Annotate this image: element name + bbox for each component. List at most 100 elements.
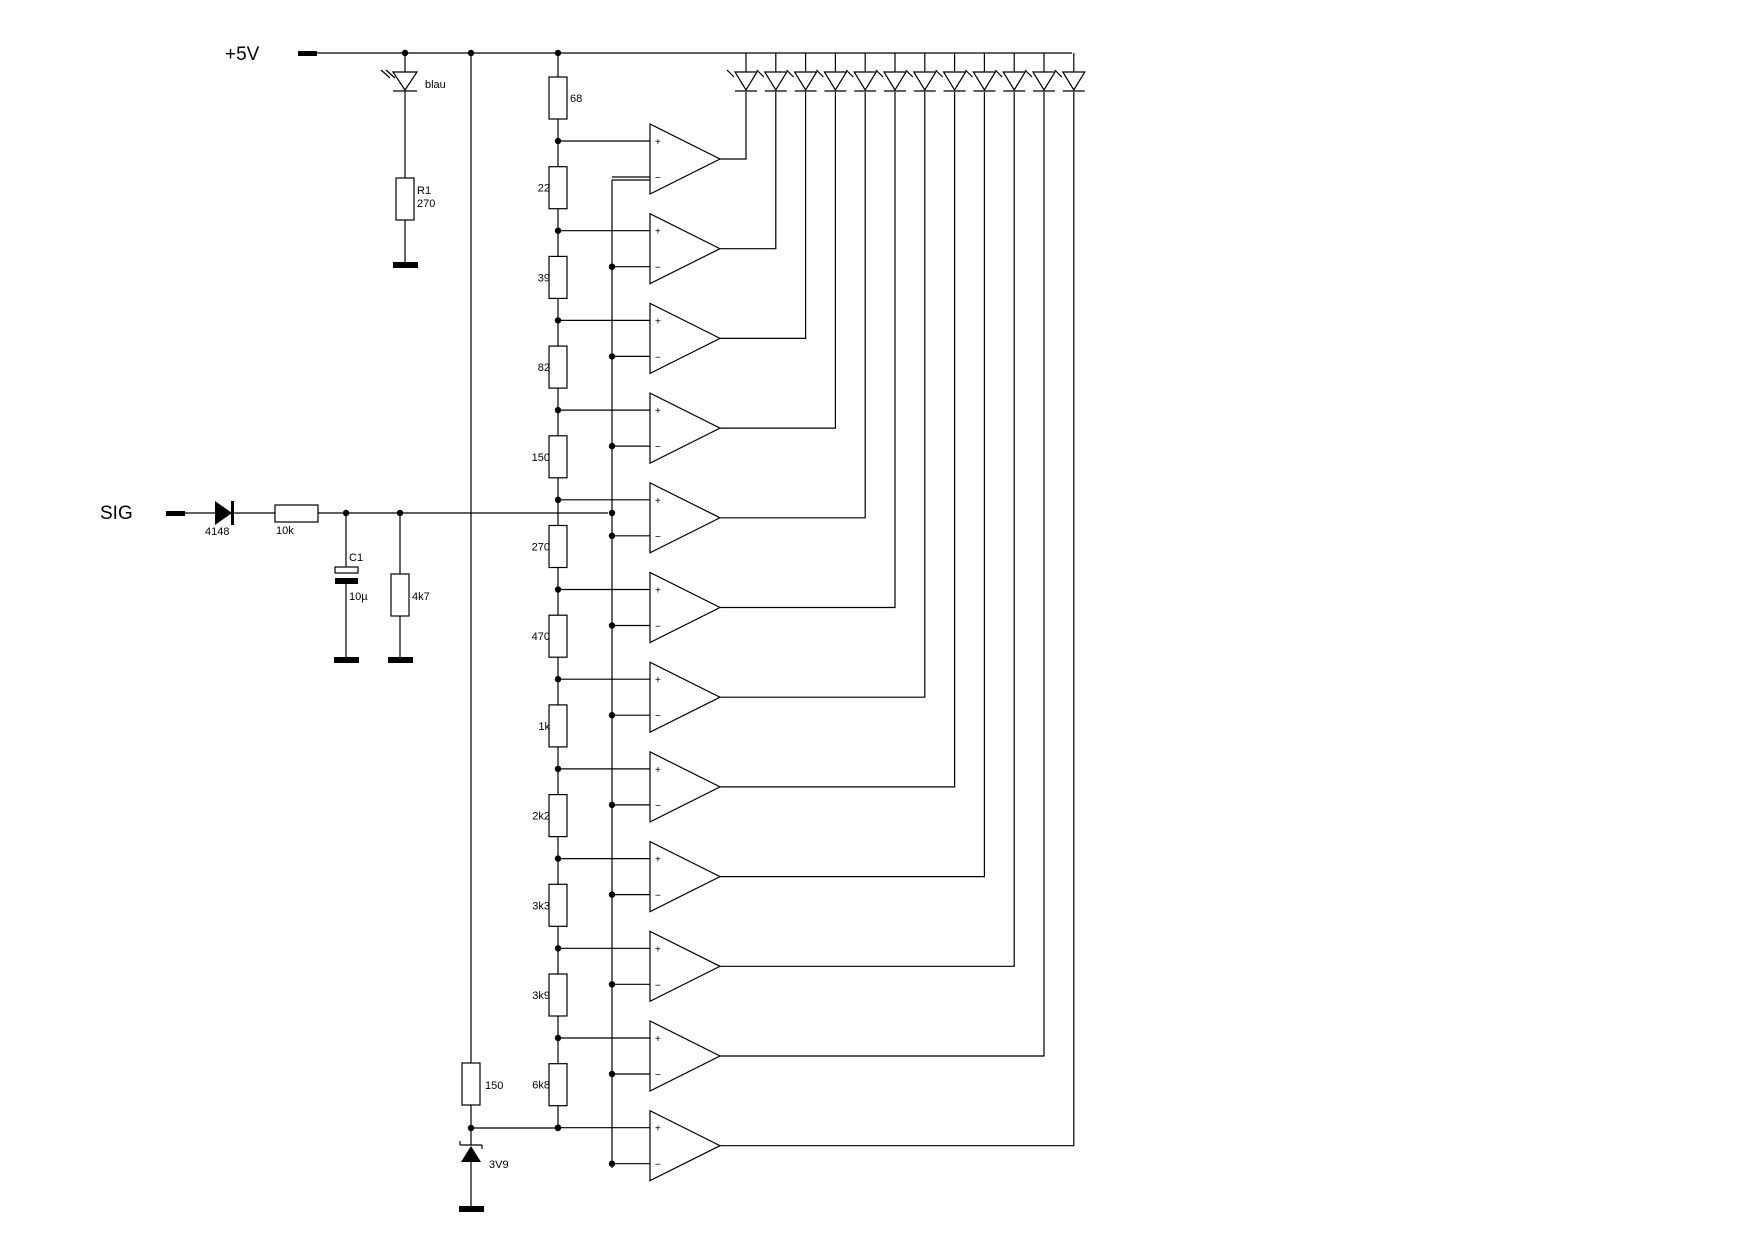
comparator-minus-label: −	[655, 1160, 661, 1171]
junction-dot	[608, 532, 616, 539]
junction-dot	[608, 981, 616, 988]
input-resistor-label: 10k	[276, 525, 294, 537]
ladder-resistor-label: 3k9	[532, 990, 550, 1002]
led-emission-ray	[935, 69, 944, 78]
junction-dot	[608, 442, 616, 450]
led-emission-ray	[756, 69, 765, 78]
junction-dot	[554, 855, 562, 862]
led-icon	[1031, 71, 1057, 92]
reference-branch: 150 3V9	[459, 53, 558, 1212]
ladder-resistor-label: 470	[532, 631, 550, 643]
comparator	[649, 571, 722, 644]
vcc-terminal	[298, 51, 317, 56]
zener-label: 3V9	[489, 1159, 509, 1171]
comparator	[649, 1109, 722, 1182]
comparator-plus-label: +	[655, 406, 661, 417]
comparator	[649, 302, 722, 375]
ladder-resistor-label: 68	[570, 93, 582, 105]
output-wire	[720, 92, 896, 609]
led-icon	[733, 71, 759, 92]
ladder-resistor	[548, 166, 568, 210]
output-wire	[720, 92, 747, 160]
ladder-resistor	[548, 614, 568, 658]
output-wire	[720, 92, 985, 878]
comparator-minus-label: −	[655, 532, 661, 543]
output-wire	[720, 92, 1045, 1057]
junction-dot	[608, 1070, 616, 1078]
junction-dot	[554, 227, 562, 234]
comparator-minus-label: −	[655, 442, 661, 453]
led-emission-ray	[1024, 69, 1033, 78]
ladder-resistor	[548, 255, 568, 299]
led-icon	[763, 71, 788, 92]
comparator-plus-label: +	[655, 1124, 661, 1135]
led-icon	[793, 71, 818, 92]
ladder-resistor-label: 22	[538, 183, 550, 195]
led-emission-ray	[964, 69, 973, 78]
c1-capacitor	[334, 566, 359, 574]
load-resistor	[390, 573, 410, 617]
comparator	[649, 481, 722, 554]
junction-dot	[608, 263, 616, 270]
comparator	[649, 123, 722, 195]
comparator-plus-label: +	[655, 316, 661, 327]
led-icon	[942, 71, 967, 92]
led-emission-ray	[1054, 69, 1063, 78]
comparator-plus-label: +	[655, 586, 661, 597]
comparator-plus-label: +	[655, 496, 661, 507]
comparator	[649, 661, 722, 734]
diode-label: 4148	[205, 526, 229, 538]
junction-dot	[467, 1124, 475, 1132]
led-icon	[853, 71, 878, 92]
led-icon	[823, 71, 848, 92]
junction-dot	[554, 945, 562, 952]
led-emission-ray	[845, 69, 854, 78]
ladder-resistor	[548, 435, 568, 479]
output-wire	[720, 92, 777, 250]
r1-name: R1	[417, 185, 431, 197]
comparator-plus-label: +	[655, 855, 661, 866]
junction-dot	[554, 1034, 562, 1042]
ground-symbol	[459, 1206, 484, 1212]
comparator	[649, 212, 722, 285]
output-wire	[720, 92, 866, 519]
junction-dot	[396, 509, 404, 517]
comparator	[649, 930, 722, 1003]
led-icon	[882, 71, 908, 92]
signal-label: SIG	[100, 503, 133, 524]
comparator	[649, 1020, 722, 1092]
blue-led-icon	[391, 71, 419, 92]
junction-dot	[467, 49, 475, 57]
comparator-plus-label: +	[655, 765, 661, 776]
junction-dot	[554, 496, 562, 503]
ladder-resistor-label: 1k	[538, 721, 550, 733]
led-emission-ray	[726, 69, 735, 78]
junction-dot	[342, 509, 350, 517]
ladder-resistor-label: 39	[538, 272, 550, 284]
comparator-minus-label: −	[655, 622, 661, 633]
led-emission-ray	[786, 69, 795, 78]
c1-value: 10µ	[349, 591, 368, 603]
junction-dot	[554, 676, 562, 683]
junction-dot	[608, 801, 616, 809]
comparator-minus-label: −	[655, 352, 661, 363]
ladder-resistor-label: 2k2	[532, 811, 550, 823]
output-wire	[720, 92, 1015, 967]
blue-led-label: blau	[425, 79, 446, 91]
junction-dot	[608, 622, 616, 629]
ladder-resistor	[548, 793, 568, 838]
led-emission-ray	[905, 69, 914, 78]
junction-dot	[554, 317, 562, 324]
led-bargraph	[726, 53, 1086, 92]
comparator-plus-label: +	[655, 675, 661, 686]
junction-dot	[554, 406, 562, 414]
output-wire	[720, 92, 807, 339]
ladder-resistor-label: 3k3	[532, 900, 550, 912]
junction-dot	[608, 1160, 616, 1167]
ladder-resistor	[548, 883, 568, 927]
ladder-resistor	[548, 973, 568, 1017]
junction-dot	[554, 1124, 562, 1131]
output-wire	[720, 92, 926, 698]
